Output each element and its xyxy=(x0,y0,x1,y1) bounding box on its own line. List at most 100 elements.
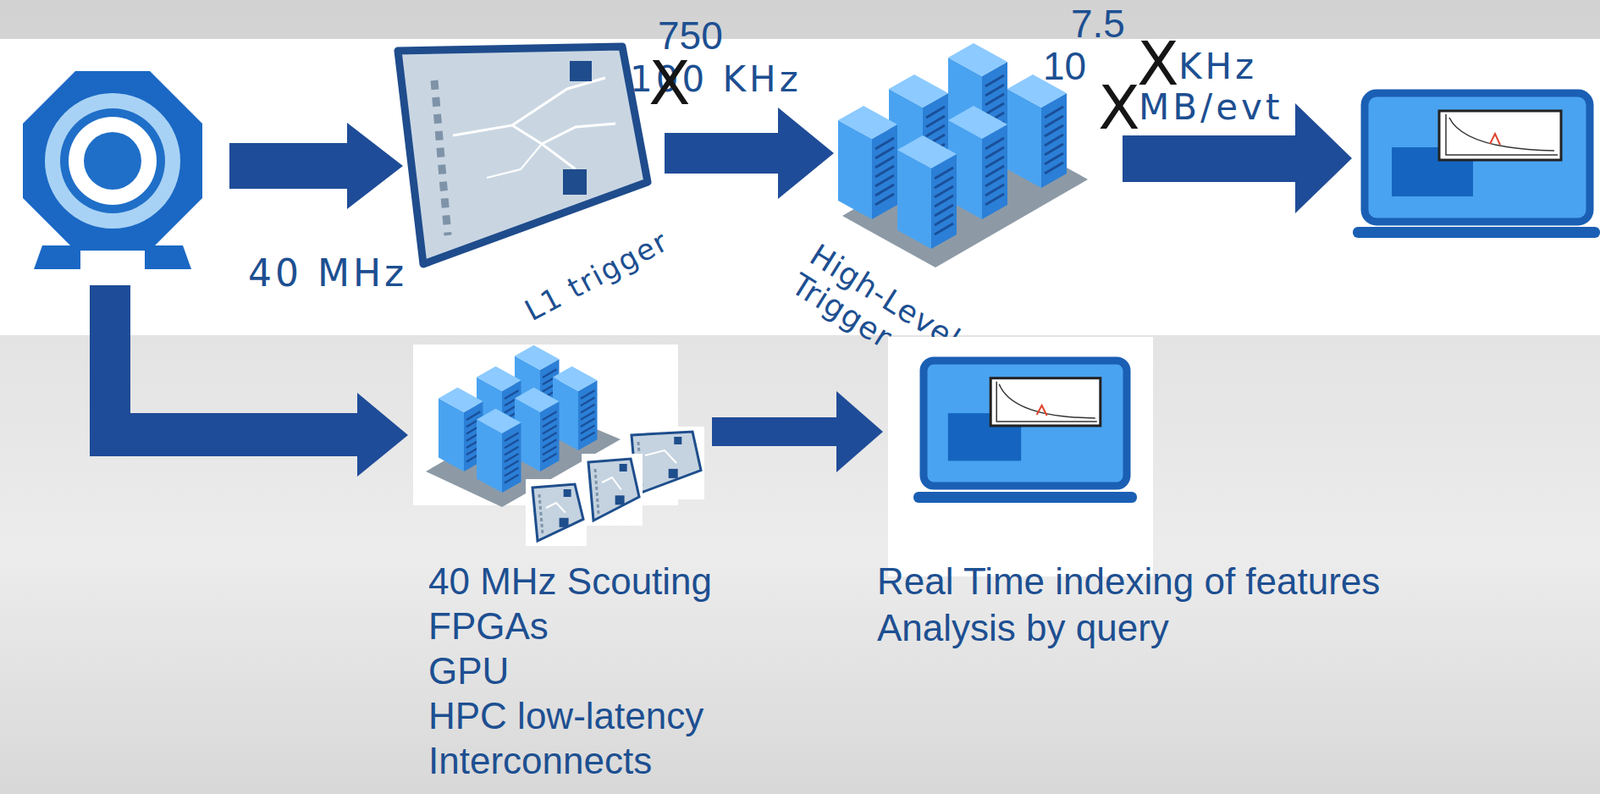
tower-slot xyxy=(934,186,954,198)
tower-slot xyxy=(504,453,519,463)
server-tower xyxy=(514,387,560,472)
l1-trigger-node: L1 trigger xyxy=(393,42,657,284)
cross-mark: X xyxy=(1097,77,1140,138)
server-tower xyxy=(948,105,1008,220)
board-outline xyxy=(588,458,640,521)
board-ground xyxy=(525,479,587,547)
tower-side xyxy=(502,422,522,493)
tower-slot xyxy=(1044,115,1064,127)
board-track xyxy=(486,143,542,178)
scouting-node: 40 MHz ScoutingFPGAsGPUHPC low-latencyIn… xyxy=(413,344,706,548)
detector-foot xyxy=(144,245,192,270)
server-tower xyxy=(438,387,484,472)
tower-slot xyxy=(875,184,894,196)
server-tower xyxy=(476,408,522,493)
tower-slot xyxy=(934,195,954,207)
board-pins xyxy=(595,468,599,514)
tower-slot xyxy=(934,214,954,226)
plot-axes xyxy=(1445,114,1558,155)
tower-slot xyxy=(934,167,954,179)
tower-slot xyxy=(985,93,1005,105)
board-track xyxy=(546,502,566,514)
tower-slot xyxy=(542,432,558,442)
feature-line: Real Time indexing of features xyxy=(877,560,1380,604)
detector-ring xyxy=(68,116,157,205)
tower-slot xyxy=(875,165,894,177)
board-chip xyxy=(563,489,572,497)
tower-slot xyxy=(985,103,1005,115)
tower-slot xyxy=(580,411,596,420)
tower-slot xyxy=(875,147,894,159)
server-tower xyxy=(838,105,898,220)
tower-slot xyxy=(934,204,954,216)
tower-slot xyxy=(1044,143,1064,155)
plot-window xyxy=(990,378,1101,426)
node-figure xyxy=(888,336,1154,577)
laptop-base xyxy=(913,491,1137,503)
feature-line: HPC low-latency xyxy=(428,695,704,739)
tower-top xyxy=(897,135,957,169)
laptop-icon xyxy=(913,360,1137,503)
tower-top xyxy=(888,74,949,108)
plot-curve xyxy=(1449,117,1555,151)
tower-slot xyxy=(934,176,954,188)
tower-slot xyxy=(580,418,596,427)
server-tower xyxy=(897,135,957,249)
board-track xyxy=(645,450,677,464)
feature-line: FPGAs xyxy=(428,605,549,649)
tower-slot xyxy=(985,175,1005,187)
board-ground xyxy=(581,453,643,526)
feature-line: Interconnects xyxy=(428,739,652,784)
stage-name: L1 trigger xyxy=(519,224,675,328)
board-track xyxy=(601,477,622,491)
board-track xyxy=(512,77,606,126)
analysis-node: Real Time indexing of featuresAnalysis b… xyxy=(888,336,1154,577)
tower-slot xyxy=(985,75,1005,87)
tower-slot xyxy=(580,397,596,407)
server-tower xyxy=(552,366,598,451)
detector-ring xyxy=(60,108,166,214)
tower-slot xyxy=(504,446,519,456)
laptop-icon xyxy=(1352,93,1600,238)
tower-top xyxy=(838,105,898,139)
cross-mark: X xyxy=(648,52,690,114)
tower-slot xyxy=(1044,153,1064,165)
tower-side xyxy=(982,124,1008,220)
board-chip xyxy=(559,518,569,528)
board-chip xyxy=(562,169,587,195)
rate-label: KHz xyxy=(1178,46,1258,88)
tower-slot xyxy=(985,193,1005,205)
board-pins xyxy=(434,80,448,236)
trigger-board xyxy=(397,46,648,265)
board-chip xyxy=(619,463,628,472)
tower-slot xyxy=(504,440,519,449)
tower-side xyxy=(540,401,560,472)
tower-side xyxy=(931,154,957,249)
tower-slot xyxy=(875,137,894,149)
tower-top xyxy=(514,387,560,413)
detector-octagon xyxy=(22,71,203,251)
detector-icon xyxy=(22,71,203,270)
tower-slot xyxy=(985,156,1005,168)
tower-slot xyxy=(985,184,1005,196)
tower-slot xyxy=(875,193,894,205)
tower-side xyxy=(1041,93,1067,188)
board-track xyxy=(541,123,616,144)
trigger-board-icon xyxy=(525,479,587,547)
tower-slot xyxy=(542,453,558,463)
size-update: 10 xyxy=(1042,44,1087,89)
tower-slot xyxy=(504,460,519,469)
rate-label: 40 MHz xyxy=(248,252,408,296)
trigger-board-icon xyxy=(581,453,643,526)
board-chip xyxy=(668,468,679,479)
tower-slot xyxy=(1044,134,1064,146)
laptop-base xyxy=(1352,226,1600,238)
flow-arrow xyxy=(711,391,883,473)
laptop-screen xyxy=(923,360,1127,486)
tower-slot xyxy=(542,446,558,456)
tower-slot xyxy=(985,137,1005,149)
tower-slot xyxy=(985,165,1005,177)
tower-slot xyxy=(926,125,945,137)
rate-update: 750 xyxy=(657,13,723,59)
